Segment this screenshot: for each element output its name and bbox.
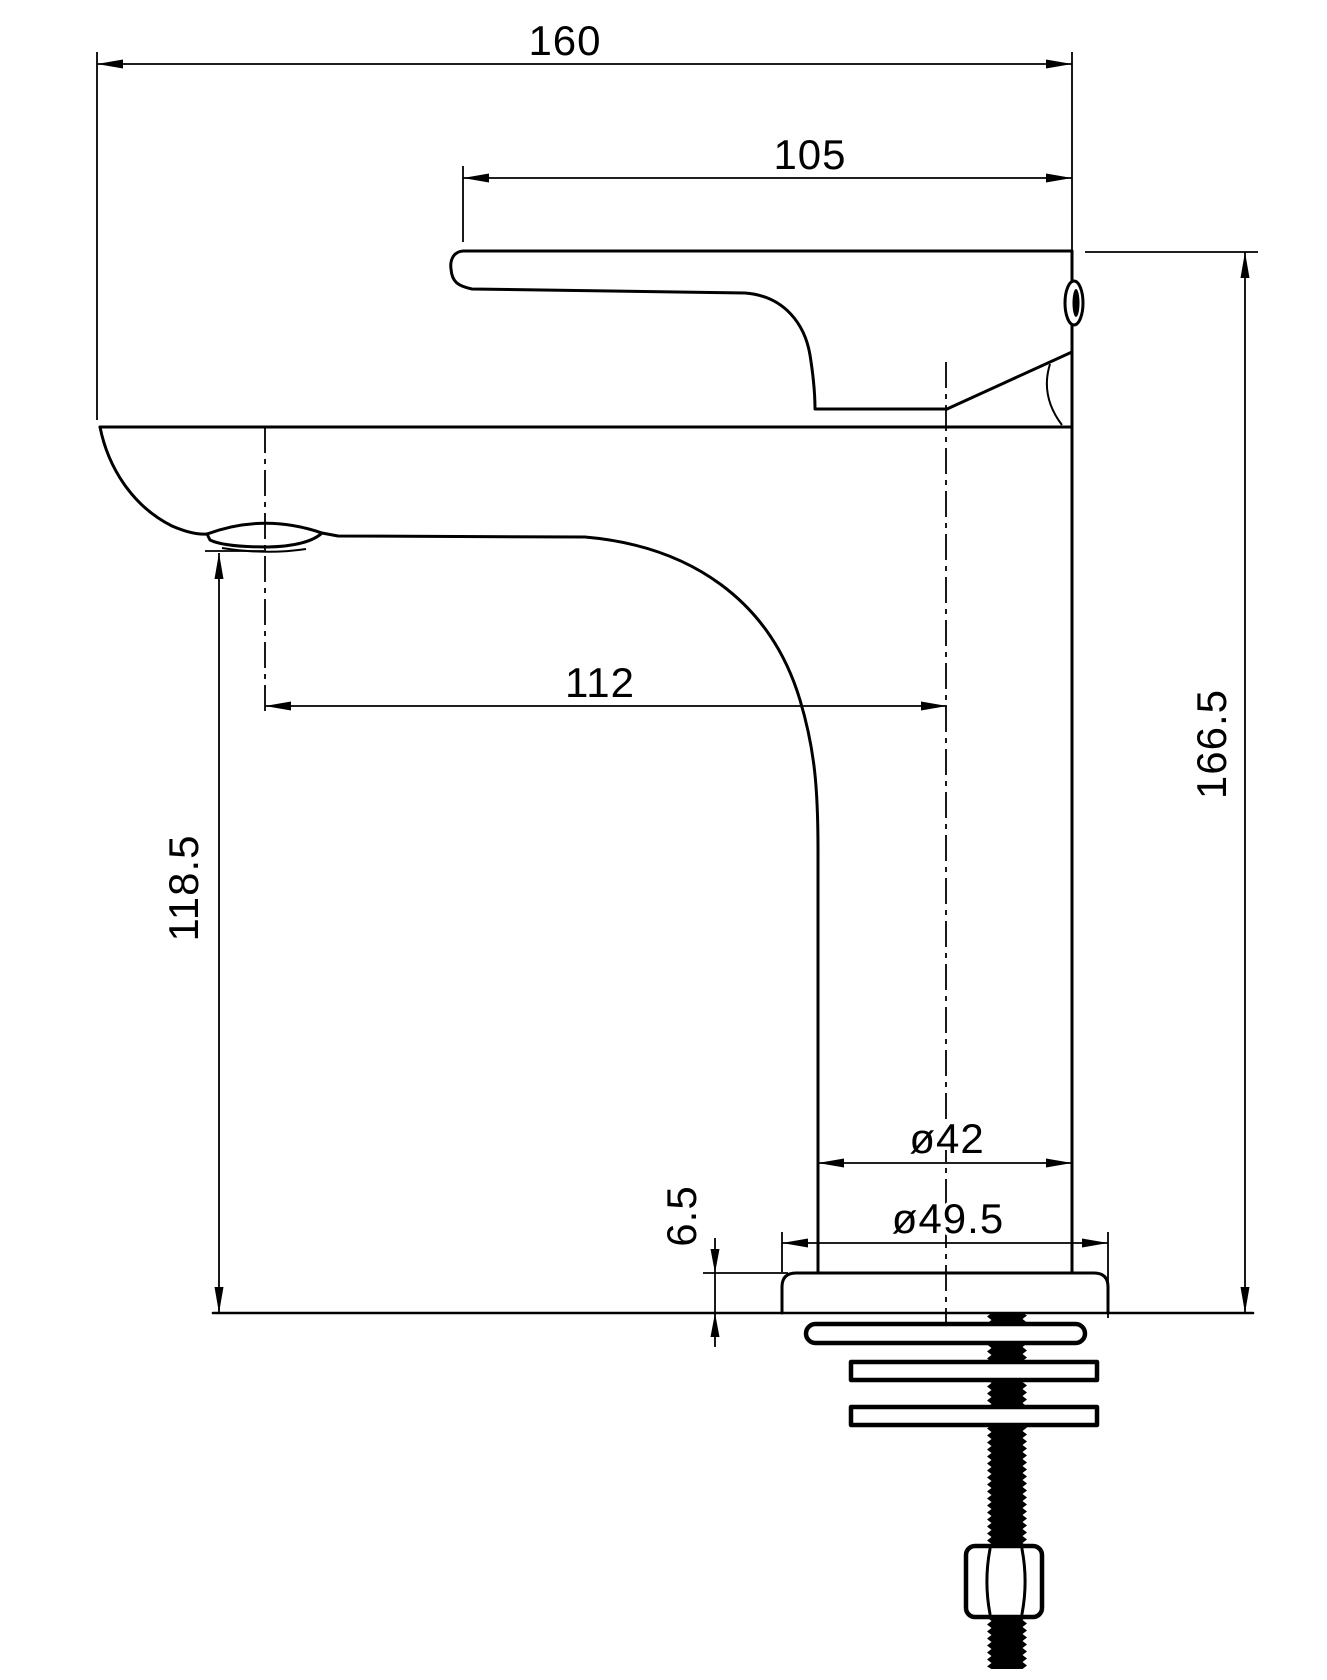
metal-washer-upper [848, 1359, 1100, 1383]
dimension-166-5: 166.5 [1085, 251, 1258, 1313]
dimension-160: 160 [96, 14, 1073, 420]
arrow-105-left [463, 173, 489, 183]
dimension-6-5: 6.5 [655, 1182, 788, 1347]
handle-base-diagonal [945, 350, 1074, 411]
arrow-dia42-right [1046, 1158, 1072, 1168]
dimension-105: 105 [462, 128, 1072, 242]
arrow-dia495-right [1082, 1238, 1108, 1248]
dim-label-body-diameter: ø42 [909, 1115, 984, 1162]
dim-label-handle-length: 105 [773, 131, 846, 178]
arrow-160-right [1046, 59, 1072, 69]
aerator-outline [205, 521, 324, 549]
arrow-166-5-top [1240, 252, 1250, 278]
dimension-dia-42: ø42 [818, 1112, 1072, 1168]
dim-label-overall-length: 160 [528, 17, 601, 64]
hex-nut-facet-left [985, 1547, 992, 1616]
handle-outline [449, 249, 1074, 411]
hex-nut-facet-right [1020, 1547, 1027, 1616]
centerlines [264, 362, 947, 1338]
arrow-dia495-left [782, 1238, 808, 1248]
rubber-washer [803, 1321, 1088, 1346]
dim-label-spout-height: 118.5 [160, 835, 207, 942]
faucet-outline [98, 249, 1255, 1315]
dim-label-spout-reach: 112 [565, 659, 635, 706]
dimension-112: 112 [265, 656, 947, 711]
handle-base-arc [1045, 363, 1063, 426]
dimension-118-5: 118.5 [157, 550, 266, 1313]
arrow-118-5-bottom [214, 1287, 224, 1313]
dim-label-total-height: 166.5 [1188, 689, 1235, 799]
mounting-hardware [803, 1313, 1100, 1669]
dim-label-base-diameter: ø49.5 [892, 1195, 1004, 1242]
arrow-166-5-bottom [1240, 1287, 1250, 1313]
handle-endcap-slot [1072, 289, 1080, 317]
arrow-dia42-left [818, 1158, 844, 1168]
hex-nut-body [963, 1543, 1045, 1620]
base-flange [780, 1271, 1110, 1315]
arrow-6-5-upper [710, 1249, 720, 1273]
dim-label-base-height: 6.5 [658, 1185, 705, 1246]
arrow-6-5-lower [710, 1313, 720, 1337]
arrow-112-right [921, 701, 947, 711]
hex-nut [963, 1543, 1045, 1620]
arrow-118-5-top [214, 553, 224, 579]
spout-left-curve [98, 425, 209, 536]
arrow-105-right [1046, 173, 1072, 183]
arrow-160-left [97, 59, 123, 69]
dimension-dia-49-5: ø49.5 [781, 1192, 1109, 1318]
metal-washer-lower [848, 1404, 1100, 1428]
spout-underside-curve [320, 531, 820, 1275]
arrow-112-left [265, 701, 291, 711]
